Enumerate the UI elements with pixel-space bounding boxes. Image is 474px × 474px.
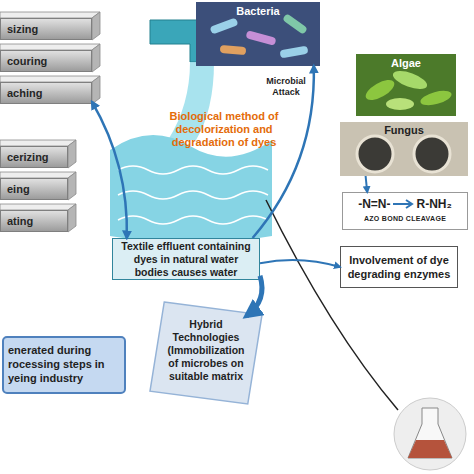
process-step-bar: sizing bbox=[0, 18, 92, 40]
process-step-bar: couring bbox=[0, 50, 92, 72]
tilted-square: Hybrid Technologies (Immobilization of m… bbox=[148, 300, 264, 406]
node-text: Hybrid Technologies (Immobilization of m… bbox=[164, 318, 248, 383]
connector-arrow bbox=[92, 102, 127, 238]
process-step-bar: eing bbox=[0, 178, 68, 200]
process-step-bar: cerizing bbox=[0, 146, 68, 168]
node-text: sizing bbox=[7, 23, 85, 35]
flask-picture bbox=[394, 398, 466, 470]
formula-text: R-NH₂ bbox=[417, 197, 452, 211]
connector-arrow bbox=[366, 176, 368, 192]
fungus-picture bbox=[340, 122, 468, 176]
bacteria-picture bbox=[196, 2, 320, 66]
edge-label: Microbial Attack bbox=[262, 76, 310, 98]
tilted-square-shape bbox=[150, 302, 262, 404]
microbe-picture: Fungus bbox=[340, 122, 468, 176]
connector-arrow bbox=[247, 276, 262, 316]
caption-text: AZO BOND CLEAVAGE bbox=[343, 215, 467, 222]
reaction-arrow bbox=[391, 199, 417, 209]
bar-faces bbox=[0, 12, 100, 232]
node-text: ating bbox=[7, 215, 61, 227]
algae-picture bbox=[356, 54, 456, 116]
node-text: Bacteria bbox=[196, 5, 320, 17]
floating-label: Biological method of decolorization and … bbox=[168, 110, 280, 149]
process-step-bar: ating bbox=[0, 210, 68, 232]
node-text: aching bbox=[7, 87, 85, 99]
node-text: Algae bbox=[356, 57, 456, 69]
microbe-picture: Algae bbox=[356, 54, 456, 116]
process-step-bar: aching bbox=[0, 82, 92, 104]
connector-arrow bbox=[260, 260, 340, 267]
node-text: Fungus bbox=[340, 124, 468, 136]
formula-text: -N=N- bbox=[358, 197, 390, 211]
node-text: cerizing bbox=[7, 151, 61, 163]
node-text: eing bbox=[7, 183, 61, 195]
node-text: enerated during rocessing steps in yeing… bbox=[8, 343, 120, 385]
connector-arrow bbox=[253, 66, 314, 238]
reaction-arrow-line bbox=[393, 200, 412, 208]
node-text: Involvement of dye degrading enzymes bbox=[344, 253, 454, 281]
leader-line bbox=[266, 200, 398, 410]
microbe-picture: Bacteria bbox=[196, 2, 320, 66]
formula-row: -N=N- R-NH₂ bbox=[343, 197, 467, 211]
azo-box: -N=N- R-NH₂ AZO BOND CLEAVAGE bbox=[342, 192, 468, 230]
effluent-box: Textile effluent containing dyes in natu… bbox=[112, 238, 260, 280]
node-text: couring bbox=[7, 55, 85, 67]
process-box: Involvement of dye degrading enzymes bbox=[340, 246, 458, 288]
source-box: enerated during rocessing steps in yeing… bbox=[2, 336, 126, 394]
node-text: Textile effluent containing dyes in natu… bbox=[116, 240, 256, 279]
